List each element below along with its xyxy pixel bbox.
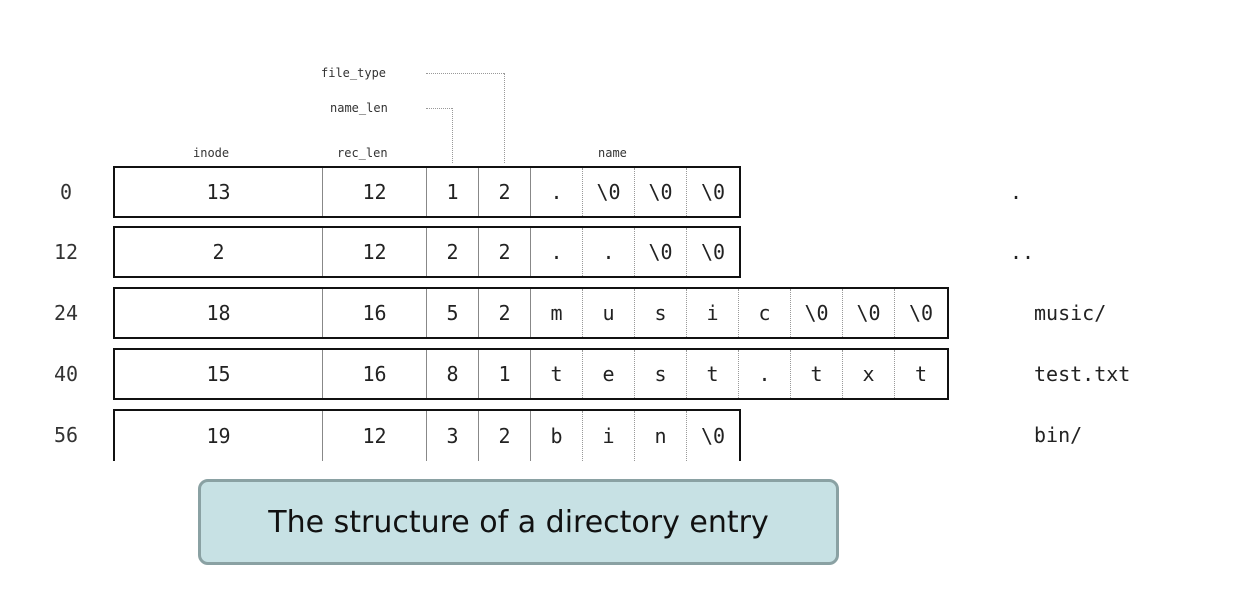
entry-filename: bin/	[1034, 423, 1083, 447]
file-type-pointer	[504, 73, 505, 163]
name-char-cell: .	[531, 228, 583, 276]
name-char-cell: \0	[635, 168, 687, 216]
directory-entry: 18 16 5 2 m u s i c \0 \0 \0	[113, 287, 949, 339]
inode-cell: 18	[115, 289, 323, 337]
directory-entry: 13 12 1 2 . \0 \0 \0	[113, 166, 741, 218]
header-name: name	[598, 146, 627, 160]
name-len-cell: 8	[427, 350, 479, 398]
name-char-cell: \0	[700, 424, 726, 448]
file-type-cell: 2	[479, 289, 531, 337]
name-char-cell: c	[739, 289, 791, 337]
directory-entry: 15 16 8 1 t e s t . t x t	[113, 348, 949, 400]
name-char-cell: s	[635, 350, 687, 398]
name-char-cell: \0	[908, 301, 934, 325]
name-char-cell: .	[531, 168, 583, 216]
name-char-cell: \0	[791, 289, 843, 337]
file-type-cell: 2	[479, 228, 531, 276]
file-type-cell: 2	[479, 168, 531, 216]
directory-entry: 19 12 3 2 b i n \0	[113, 409, 741, 461]
name-char-cell: s	[635, 289, 687, 337]
name-len-cell: 5	[427, 289, 479, 337]
header-name-len: name_len	[330, 101, 388, 115]
entry-offset: 56	[53, 423, 79, 447]
name-char-cell: \0	[583, 168, 635, 216]
header-inode: inode	[193, 146, 230, 160]
name-char-cell: t	[914, 362, 928, 386]
name-char-cell: t	[531, 350, 583, 398]
name-char-cell: x	[843, 350, 895, 398]
entry-filename: .	[1010, 180, 1023, 204]
header-rec-len: rec_len	[337, 146, 388, 160]
inode-cell: 13	[115, 168, 323, 216]
name-char-cell: \0	[700, 180, 726, 204]
file-type-cell: 1	[479, 350, 531, 398]
name-char-cell: \0	[635, 228, 687, 276]
name-char-cell: i	[583, 411, 635, 461]
entry-offset: 12	[53, 240, 79, 264]
entry-filename: music/	[1034, 301, 1107, 325]
directory-entry: 2 12 2 2 . . \0 \0	[113, 226, 741, 278]
rec-len-cell: 16	[323, 350, 427, 398]
name-char-cell: t	[791, 350, 843, 398]
name-len-cell: 1	[427, 168, 479, 216]
name-char-cell: e	[583, 350, 635, 398]
name-len-leader	[426, 108, 452, 109]
entry-offset: 0	[59, 180, 73, 204]
name-char-cell: m	[531, 289, 583, 337]
name-char-cell: u	[583, 289, 635, 337]
file-type-cell: 2	[479, 411, 531, 461]
name-char-cell: t	[687, 350, 739, 398]
name-char-cell: \0	[843, 289, 895, 337]
inode-cell: 2	[115, 228, 323, 276]
rec-len-cell: 12	[323, 168, 427, 216]
name-char-cell: .	[739, 350, 791, 398]
name-len-cell: 2	[427, 228, 479, 276]
name-len-pointer	[452, 108, 453, 163]
name-len-cell: 3	[427, 411, 479, 461]
entry-filename: ..	[1010, 240, 1035, 264]
inode-cell: 15	[115, 350, 323, 398]
name-char-cell: n	[635, 411, 687, 461]
entry-filename: test.txt	[1034, 362, 1131, 386]
name-char-cell: i	[687, 289, 739, 337]
rec-len-cell: 12	[323, 228, 427, 276]
name-char-cell: .	[583, 228, 635, 276]
diagram-caption: The structure of a directory entry	[198, 479, 839, 565]
file-type-leader	[426, 73, 504, 74]
rec-len-cell: 16	[323, 289, 427, 337]
entry-offset: 24	[53, 301, 79, 325]
name-char-cell: b	[531, 411, 583, 461]
header-file-type: file_type	[321, 66, 387, 80]
inode-cell: 19	[115, 411, 323, 461]
entry-offset: 40	[53, 362, 79, 386]
name-char-cell: \0	[700, 240, 726, 264]
rec-len-cell: 12	[323, 411, 427, 461]
